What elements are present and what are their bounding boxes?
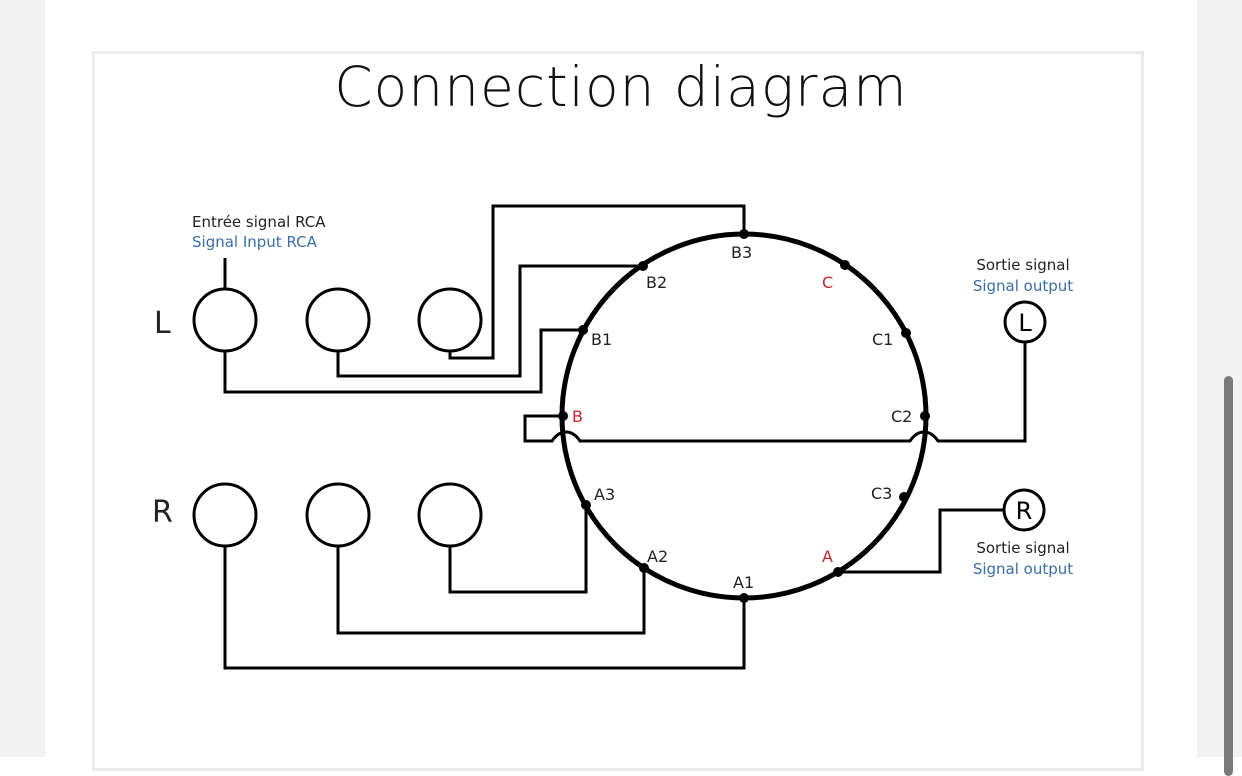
input-label-fr: Entrée signal RCA — [192, 213, 326, 231]
node-dot-a — [833, 567, 843, 577]
page-title: Connection diagram — [334, 55, 908, 119]
wire-l2-b2 — [336, 264, 643, 378]
l-output-symbol: L — [1018, 309, 1032, 337]
node-dot-b1 — [578, 325, 588, 335]
r-output-label-en: Signal output — [973, 560, 1073, 578]
wire-l3-b3 — [448, 204, 746, 360]
right-channel-label: R — [152, 495, 173, 530]
node-dot-a3 — [581, 500, 591, 510]
r-output-label-fr: Sortie signal — [976, 539, 1069, 557]
selector-ring — [559, 231, 929, 601]
scrollbar-thumb[interactable] — [1224, 376, 1233, 776]
l-input-jack-1 — [192, 287, 258, 353]
wire-b-l-output — [523, 342, 1027, 443]
node-dot-c2 — [920, 411, 930, 421]
node-label-b1: B1 — [591, 330, 612, 349]
l-output-label-en: Signal output — [973, 277, 1073, 295]
r-output-jack — [1002, 488, 1046, 532]
node-dot-c — [840, 260, 850, 270]
page-gutter-left — [0, 0, 45, 757]
node-label-c1: C1 — [872, 330, 893, 349]
node-label-a1: A1 — [733, 573, 754, 592]
node-dot-b2 — [638, 261, 648, 271]
l-input-jack-3 — [417, 287, 483, 353]
wire-r1-a1 — [223, 546, 746, 670]
node-dot-a1 — [739, 593, 749, 603]
node-label-a2: A2 — [647, 547, 668, 566]
node-dot-a2 — [639, 563, 649, 573]
l-output-label-fr: Sortie signal — [976, 256, 1069, 274]
node-label-b: B — [572, 407, 583, 426]
connection-diagram: B3 B2 B1 B A3 A2 A1 A C3 C2 C1 C L R Ent… — [152, 204, 1073, 670]
r-output-symbol: R — [1016, 497, 1033, 525]
node-label-b3: B3 — [731, 243, 752, 262]
node-dot-b — [558, 411, 568, 421]
r-input-jack-1 — [192, 482, 258, 548]
input-label-en: Signal Input RCA — [192, 233, 318, 251]
l-output-jack — [1003, 300, 1047, 344]
node-dot-c3 — [899, 492, 909, 502]
l-input-jack-2 — [305, 287, 371, 353]
node-dot-c1 — [901, 328, 911, 338]
page-gutter-right — [1197, 0, 1242, 757]
node-label-c3: C3 — [871, 484, 892, 503]
wire-r2-a2 — [336, 546, 646, 635]
node-label-b2: B2 — [646, 273, 667, 292]
node-label-a: A — [822, 547, 833, 566]
node-label-c2: C2 — [891, 407, 912, 426]
r-input-jack-3 — [417, 482, 483, 548]
wire-a-r-output — [838, 508, 1004, 574]
left-channel-label: L — [154, 306, 171, 341]
node-label-c: C — [822, 273, 833, 292]
node-dots — [558, 229, 930, 603]
wire-l1-b1 — [223, 328, 583, 394]
node-label-a3: A3 — [594, 485, 615, 504]
node-dot-b3 — [739, 229, 749, 239]
wire-r3-a3 — [448, 505, 588, 594]
r-input-jack-2 — [305, 482, 371, 548]
